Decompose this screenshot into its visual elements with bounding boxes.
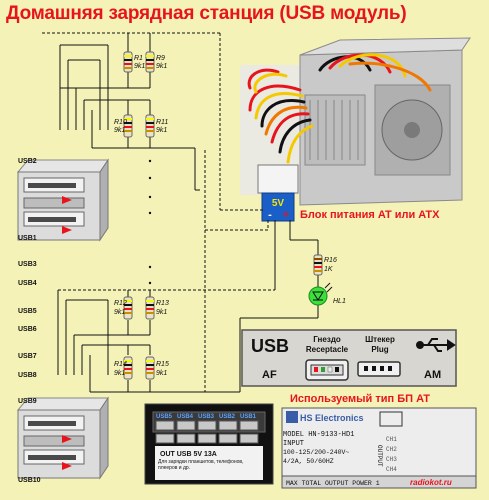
resistor-name: R12 bbox=[114, 300, 127, 307]
page-title: Домашняя зарядная станция (USB модуль) bbox=[6, 3, 407, 24]
module-caption: Для зарядки планшетов, телефонов, плееро… bbox=[158, 459, 244, 471]
usb-label: USB6 bbox=[18, 326, 37, 333]
legend-receptacle-sub: Receptacle bbox=[306, 345, 349, 354]
resistor-r1: R1 9k1 bbox=[123, 51, 145, 73]
led-label: HL1 bbox=[333, 298, 346, 305]
resistor-value: 9k1 bbox=[134, 63, 145, 70]
resistor-r15: R15 9k1 bbox=[145, 356, 169, 380]
sticker-input-values2: 4/2A, 50/60HZ bbox=[283, 458, 334, 465]
usb-label: USB5 bbox=[18, 308, 37, 315]
legend-usb: USB bbox=[251, 336, 289, 356]
resistor-name: R1 bbox=[134, 55, 143, 62]
usb-labels: USB2 USB1 USB3 USB4 USB5 USB6 USB7 USB8 … bbox=[18, 158, 41, 484]
resistor-r16: R16 1K bbox=[313, 254, 337, 276]
usb-block-lower bbox=[16, 396, 109, 480]
module-photo: USB5 USB4 USB3 USB2 USB1 OUT USB 5V 13A … bbox=[144, 403, 274, 485]
resistor-name: R15 bbox=[156, 361, 169, 368]
svg-text:CH1: CH1 bbox=[386, 436, 397, 443]
receptacle-icon bbox=[305, 359, 349, 381]
usb-symbol-icon bbox=[416, 338, 456, 352]
resistor-value: 9k1 bbox=[114, 309, 125, 316]
svg-text:CH4: CH4 bbox=[386, 466, 397, 473]
module-port-label: USB1 bbox=[240, 414, 257, 420]
resistor-r14: R14 9k1 bbox=[114, 356, 133, 380]
sticker-model: MODEL HN-9133-HD1 bbox=[283, 431, 354, 439]
usb-label: USB10 bbox=[18, 477, 41, 484]
psu-connector: 5V - + bbox=[261, 192, 295, 222]
usb-label: USB1 bbox=[18, 235, 37, 242]
sticker-output: OUTPUT bbox=[376, 445, 383, 467]
psu-plus: + bbox=[283, 209, 289, 221]
resistor-value: 9k1 bbox=[156, 127, 167, 134]
sticker-input-values: 100-125/200-240V~ bbox=[283, 449, 349, 456]
sticker-footer: MAX TOTAL OUTPUT POWER 1 bbox=[286, 480, 380, 487]
resistor-value: 9k1 bbox=[156, 309, 167, 316]
led-hl1: HL1 bbox=[308, 282, 346, 306]
legend-af: AF bbox=[262, 369, 277, 381]
module-out-text: OUT USB 5V 13A bbox=[160, 451, 217, 458]
psu-label: Блок питания AT или ATX bbox=[300, 209, 440, 221]
psu-type-label: Используемый тип БП AT bbox=[290, 393, 430, 405]
usb-label: USB4 bbox=[18, 280, 37, 287]
module-port-label: USB5 bbox=[156, 414, 173, 420]
usb-label: USB8 bbox=[18, 372, 37, 379]
resistor-value: 1K bbox=[324, 266, 333, 273]
resistor-name: R14 bbox=[114, 361, 127, 368]
resistor-name: R13 bbox=[156, 300, 169, 307]
resistor-value: 9k1 bbox=[114, 127, 125, 134]
resistor-name: R9 bbox=[156, 55, 165, 62]
module-port-label: USB4 bbox=[177, 414, 194, 420]
resistor-value: 9k1 bbox=[156, 63, 167, 70]
svg-text:CH3: CH3 bbox=[386, 456, 397, 463]
module-port-label: USB3 bbox=[198, 414, 215, 420]
resistor-r13: R13 9k1 bbox=[145, 296, 169, 320]
legend-receptacle-title: Гнездо bbox=[313, 335, 341, 344]
wiring bbox=[42, 32, 319, 393]
plug-icon bbox=[357, 361, 401, 377]
usb-legend: USB Гнездо Receptacle Штекер Plug AF AM bbox=[241, 329, 457, 387]
psu-photo bbox=[240, 37, 471, 206]
resistor-r9: R9 9k1 bbox=[145, 51, 167, 73]
usb-block-upper bbox=[16, 158, 109, 242]
junction-dots bbox=[148, 159, 152, 374]
module-port-label: USB2 bbox=[219, 414, 236, 420]
psu-minus: - bbox=[268, 209, 272, 221]
resistor-r10: R10 9k1 bbox=[114, 114, 133, 138]
legend-plug-sub: Plug bbox=[371, 345, 388, 354]
resistor-r12: R12 9k1 bbox=[114, 296, 133, 320]
psu-voltage: 5V bbox=[272, 198, 285, 209]
resistor-name: R10 bbox=[114, 119, 127, 126]
legend-am: AM bbox=[424, 369, 441, 381]
resistor-name: R16 bbox=[324, 257, 337, 264]
usb-label: USB9 bbox=[18, 398, 37, 405]
resistor-value: 9k1 bbox=[114, 370, 125, 377]
usb-label: USB3 bbox=[18, 261, 37, 268]
sticker-input: INPUT bbox=[283, 440, 304, 448]
svg-text:CH2: CH2 bbox=[386, 446, 397, 453]
legend-plug-title: Штекер bbox=[365, 335, 395, 344]
psu-sticker: HS Electronics MODEL HN-9133-HD1 INPUT 1… bbox=[281, 407, 477, 489]
sticker-brand: HS Electronics bbox=[300, 413, 364, 423]
usb-label: USB7 bbox=[18, 353, 37, 360]
resistor-value: 9k1 bbox=[156, 370, 167, 377]
usb-label: USB2 bbox=[18, 158, 37, 165]
resistor-r11: R11 9k1 bbox=[145, 114, 168, 138]
resistor-name: R11 bbox=[156, 119, 168, 126]
watermark: radiokot.ru bbox=[410, 478, 452, 487]
